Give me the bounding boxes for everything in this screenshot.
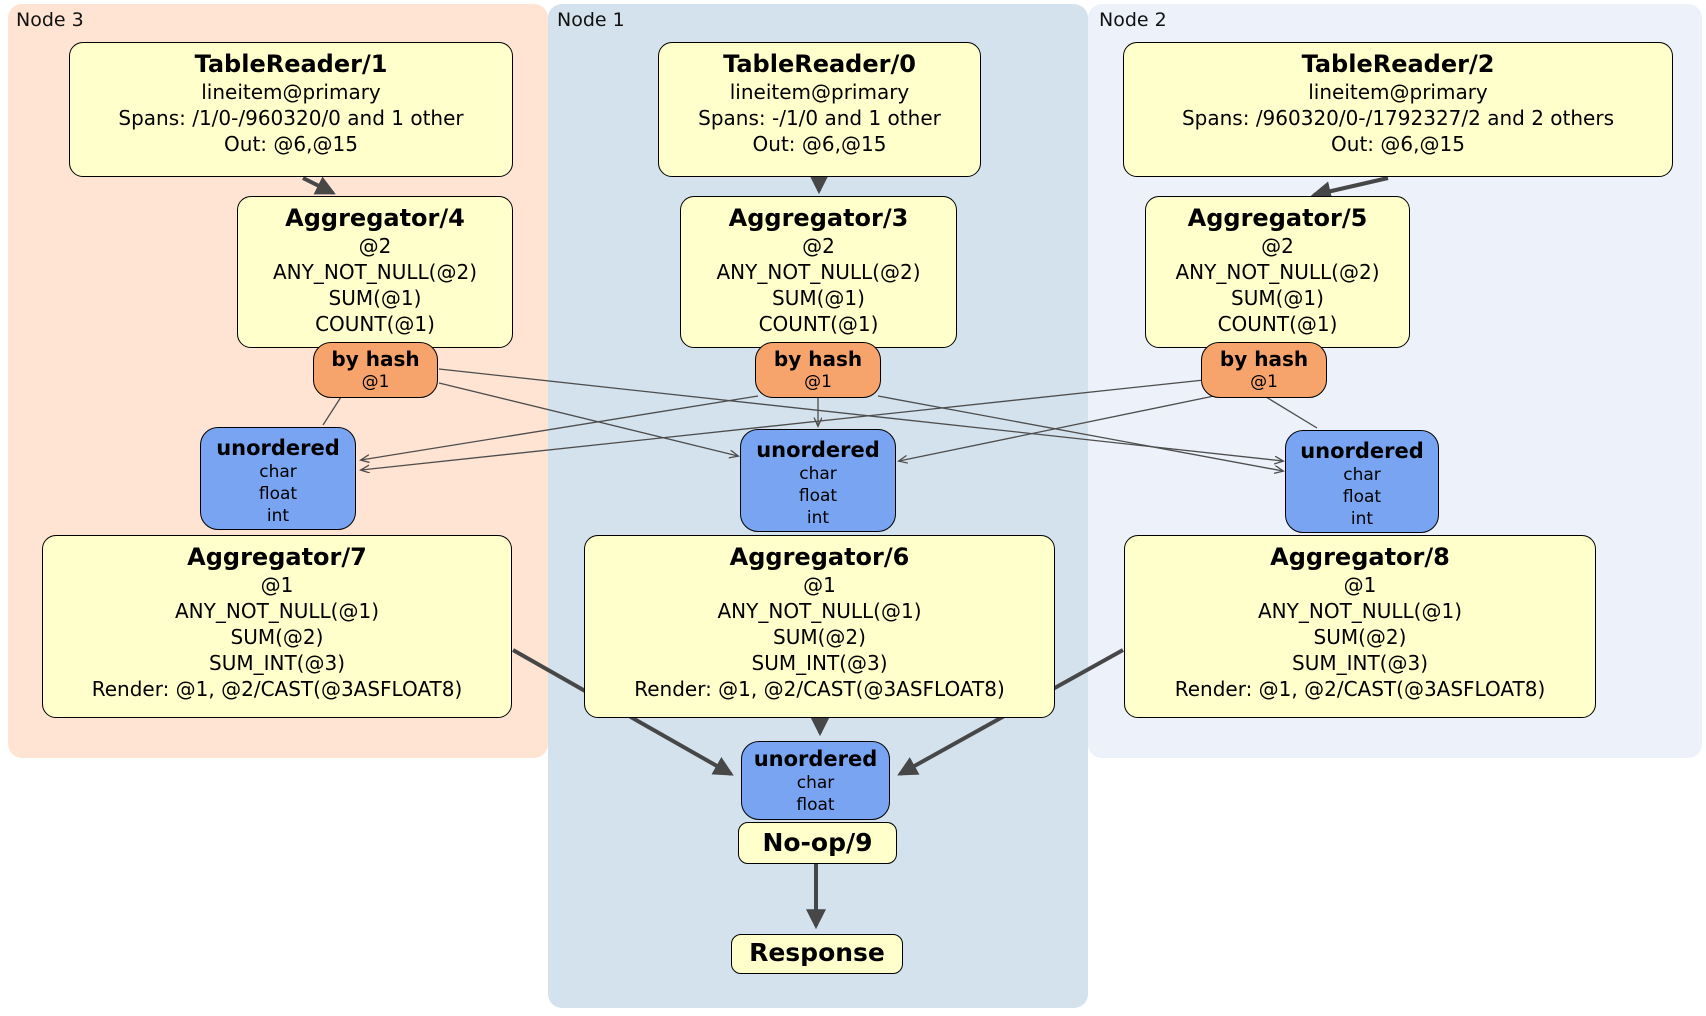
router-by-hash-node3: by hash @1 — [313, 342, 438, 398]
processor-aggregator-3: Aggregator/3 @2 ANY_NOT_NULL(@2) SUM(@1)… — [680, 196, 957, 348]
sync-unordered-final: unordered char float — [741, 741, 890, 820]
processor-title: Aggregator/7 — [187, 543, 367, 571]
node3-label: Node 3 — [16, 9, 84, 31]
sync-unordered-node1: unordered char float int — [740, 429, 896, 532]
processor-detail: SUM(@2) — [230, 625, 324, 649]
processor-detail: Spans: /960320/0-/1792327/2 and 2 others — [1181, 106, 1614, 130]
processor-detail: @1 — [1343, 573, 1377, 597]
processor-tablereader-2: TableReader/2 lineitem@primary Spans: /9… — [1123, 42, 1673, 177]
processor-detail: ANY_NOT_NULL(@2) — [273, 260, 477, 284]
processor-detail: Render: @1, @2/CAST(@3ASFLOAT8) — [634, 677, 1005, 701]
sync-detail: int — [806, 508, 830, 528]
processor-title: Aggregator/5 — [1187, 204, 1368, 232]
sync-detail: char — [799, 464, 837, 484]
processor-title: Aggregator/8 — [1270, 543, 1450, 571]
processor-title: No-op/9 — [762, 828, 873, 857]
sync-detail: int — [1350, 509, 1374, 529]
processor-detail: @1 — [260, 573, 294, 597]
sync-detail: float — [796, 795, 835, 815]
processor-detail: SUM(@1) — [1231, 286, 1324, 310]
processor-tablereader-1: TableReader/1 lineitem@primary Spans: /1… — [69, 42, 513, 177]
processor-detail: Spans: /1/0-/960320/0 and 1 other — [118, 106, 464, 130]
processor-detail: Out: @6,@15 — [224, 132, 358, 156]
node2-label: Node 2 — [1099, 9, 1167, 31]
sync-detail: float — [1342, 487, 1382, 507]
processor-detail: lineitem@primary — [729, 80, 910, 104]
processor-aggregator-7: Aggregator/7 @1 ANY_NOT_NULL(@1) SUM(@2)… — [42, 535, 512, 718]
processor-detail: ANY_NOT_NULL(@2) — [1175, 260, 1380, 284]
router-detail: @1 — [1250, 372, 1278, 392]
sync-title: unordered — [1300, 439, 1424, 463]
router-detail: @1 — [804, 372, 832, 392]
processor-detail: SUM(@1) — [328, 286, 422, 310]
processor-detail: Out: @6,@15 — [1331, 132, 1465, 156]
processor-detail: COUNT(@1) — [315, 312, 435, 336]
node1-label: Node 1 — [557, 9, 625, 31]
processor-title: Aggregator/6 — [729, 543, 910, 571]
processor-detail: SUM(@1) — [772, 286, 865, 310]
processor-aggregator-5: Aggregator/5 @2 ANY_NOT_NULL(@2) SUM(@1)… — [1145, 196, 1410, 348]
sync-detail: char — [796, 773, 835, 793]
response-node: Response — [731, 934, 903, 974]
processor-aggregator-8: Aggregator/8 @1 ANY_NOT_NULL(@1) SUM(@2)… — [1124, 535, 1596, 718]
sync-unordered-node3: unordered char float int — [200, 427, 356, 530]
processor-detail: COUNT(@1) — [1217, 312, 1338, 336]
response-title: Response — [749, 938, 885, 967]
processor-title: Aggregator/4 — [285, 204, 465, 232]
router-by-hash-node2: by hash @1 — [1201, 342, 1327, 398]
router-detail: @1 — [361, 372, 390, 392]
processor-detail: Out: @6,@15 — [752, 132, 887, 156]
processor-detail: @2 — [802, 234, 835, 258]
processor-detail: ANY_NOT_NULL(@1) — [175, 599, 379, 623]
processor-title: TableReader/1 — [194, 50, 388, 78]
sync-unordered-node2: unordered char float int — [1285, 430, 1439, 533]
processor-detail: Render: @1, @2/CAST(@3ASFLOAT8) — [91, 677, 463, 701]
sync-title: unordered — [753, 747, 878, 771]
processor-detail: lineitem@primary — [201, 80, 381, 104]
sync-detail: char — [259, 462, 297, 482]
processor-detail: SUM(@2) — [773, 625, 866, 649]
processor-detail: SUM_INT(@3) — [209, 651, 345, 675]
processor-aggregator-6: Aggregator/6 @1 ANY_NOT_NULL(@1) SUM(@2)… — [584, 535, 1055, 718]
processor-aggregator-4: Aggregator/4 @2 ANY_NOT_NULL(@2) SUM(@1)… — [237, 196, 513, 348]
processor-detail: SUM_INT(@3) — [751, 651, 888, 675]
processor-detail: ANY_NOT_NULL(@1) — [1258, 599, 1462, 623]
sync-detail: float — [798, 486, 838, 506]
processor-detail: COUNT(@1) — [758, 312, 879, 336]
router-title: by hash — [1219, 347, 1309, 371]
processor-title: TableReader/2 — [1301, 50, 1495, 78]
router-by-hash-node1: by hash @1 — [755, 342, 881, 398]
processor-detail: @1 — [803, 573, 836, 597]
processor-detail: @2 — [358, 234, 392, 258]
processor-detail: SUM_INT(@3) — [1292, 651, 1428, 675]
processor-detail: SUM(@2) — [1313, 625, 1407, 649]
sync-detail: int — [266, 506, 290, 526]
processor-tablereader-0: TableReader/0 lineitem@primary Spans: -/… — [658, 42, 981, 177]
router-title: by hash — [331, 347, 420, 371]
sync-title: unordered — [216, 436, 340, 460]
sync-detail: char — [1343, 465, 1381, 485]
processor-detail: Render: @1, @2/CAST(@3ASFLOAT8) — [1174, 677, 1546, 701]
processor-title: TableReader/0 — [723, 50, 916, 78]
router-title: by hash — [773, 347, 863, 371]
processor-detail: ANY_NOT_NULL(@2) — [716, 260, 921, 284]
processor-noop-9: No-op/9 — [738, 822, 897, 864]
processor-title: Aggregator/3 — [728, 204, 909, 232]
processor-detail: ANY_NOT_NULL(@1) — [717, 599, 922, 623]
sync-detail: float — [258, 484, 298, 504]
processor-detail: lineitem@primary — [1308, 80, 1488, 104]
processor-detail: Spans: -/1/0 and 1 other — [698, 106, 941, 130]
sync-title: unordered — [756, 438, 880, 462]
processor-detail: @2 — [1261, 234, 1294, 258]
